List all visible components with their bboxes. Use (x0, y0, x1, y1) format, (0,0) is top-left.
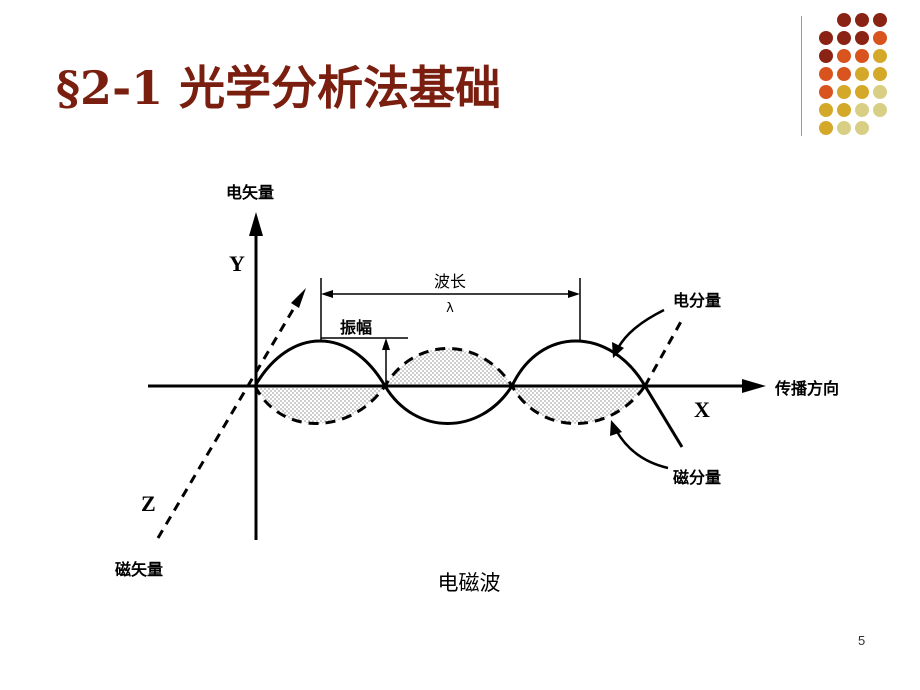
decorative-dot (855, 31, 869, 45)
decorative-dot-grid (819, 13, 887, 135)
decorative-dot (819, 121, 833, 135)
magnetic-component-pointer-head (610, 420, 622, 436)
decorative-dot (855, 85, 869, 99)
decorative-dot (837, 85, 851, 99)
wavelength-arrow-left (321, 290, 333, 298)
decorative-dot (837, 13, 851, 27)
title-divider (801, 16, 802, 136)
z-axis-letter: Z (141, 491, 156, 516)
wavelength-arrow-right (568, 290, 580, 298)
decorative-dot (855, 121, 869, 135)
magnetic-component-pointer (614, 429, 669, 470)
decorative-dot (837, 31, 851, 45)
decorative-dot (855, 13, 869, 27)
decorative-dot (819, 85, 833, 99)
decorative-dot (855, 49, 869, 63)
magnetic-wave-extension (643, 317, 685, 387)
page-number: 5 (858, 633, 866, 648)
x-axis-letter: X (694, 397, 710, 422)
decorative-dot (819, 31, 833, 45)
decorative-dot (819, 67, 833, 81)
electric-component-pointer (616, 308, 665, 349)
z-axis-arrowhead (291, 288, 306, 308)
decorative-dot (819, 103, 833, 117)
y-axis-letter: Y (229, 251, 245, 276)
lambda-label: λ (446, 301, 454, 316)
magnetic-lobe-3 (512, 386, 645, 424)
decorative-dot (873, 85, 887, 99)
decorative-dot (819, 49, 833, 63)
decorative-dot (837, 121, 851, 135)
electric-component-label: 电分量 (673, 291, 721, 310)
electric-component-pointer-head (612, 342, 624, 358)
decorative-dot (873, 103, 887, 117)
decorative-dot (837, 103, 851, 117)
wavelength-label: 波长 (434, 272, 466, 291)
decorative-dot (873, 67, 887, 81)
x-axis-arrowhead (742, 379, 766, 393)
amplitude-arrow (382, 338, 390, 350)
magnetic-vector-label: 磁矢量 (115, 560, 163, 579)
decorative-dot (855, 67, 869, 81)
magnetic-wave (253, 347, 647, 425)
magnetic-lobe-2 (385, 348, 512, 386)
propagation-label: 传播方向 (774, 379, 839, 398)
electric-vector-label: 电矢量 (226, 183, 274, 202)
y-axis-arrowhead (249, 212, 263, 236)
decorative-dot (873, 49, 887, 63)
magnetic-lobe-1 (255, 386, 385, 424)
decorative-dot (837, 49, 851, 63)
z-axis (156, 307, 296, 539)
decorative-dot (873, 31, 887, 45)
amplitude-label: 振幅 (340, 318, 372, 337)
diagram-caption: 电磁波 (438, 571, 501, 595)
electric-wave (253, 339, 684, 448)
decorative-dot (855, 103, 869, 117)
magnetic-component-label: 磁分量 (673, 468, 721, 487)
decorative-dot (873, 13, 887, 27)
slide-title: §2-1 光学分析法基础 (56, 61, 502, 115)
decorative-dot (837, 67, 851, 81)
